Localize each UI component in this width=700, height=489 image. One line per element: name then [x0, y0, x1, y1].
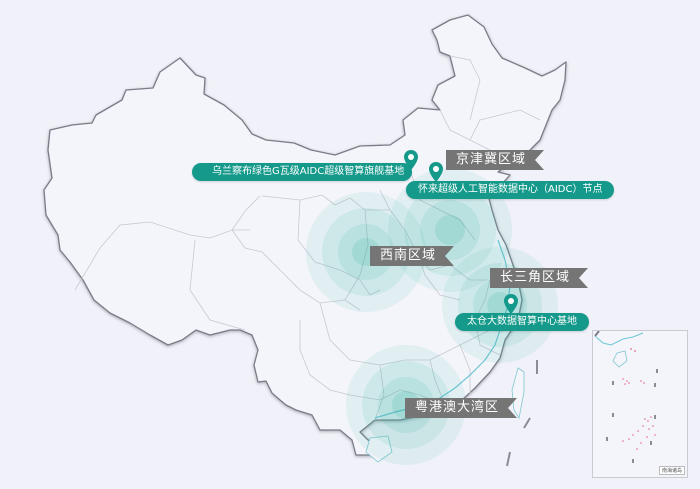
- south-china-sea-inset: 南海诸岛: [592, 330, 688, 478]
- inset-map: [594, 330, 658, 463]
- halo-southwest: [306, 192, 426, 312]
- halo-yangtze-delta: [442, 247, 558, 363]
- location-pin-icon: [429, 162, 443, 182]
- region-halos: [306, 168, 558, 465]
- region-label-greater-bay: 粤港澳大湾区: [405, 398, 517, 418]
- location-pin-icon: [504, 294, 518, 314]
- site-label-huailai: 怀来超级人工智能数据中心（AIDC）节点: [406, 181, 615, 199]
- region-label-southwest: 西南区域: [370, 246, 454, 266]
- inset-label: 南海诸岛: [658, 466, 685, 475]
- maritime-dashes: [506, 360, 538, 467]
- taiwan: [511, 367, 525, 420]
- hainan: [365, 435, 393, 463]
- site-label-ulanqab: 乌兰察布绿色G瓦级AIDC超级智算旗舰基地: [192, 163, 412, 181]
- site-label-taicang: 太仓大数据智算中心基地: [455, 313, 589, 331]
- region-label-jingjinji: 京津冀区域: [446, 150, 544, 170]
- province-lines: [74, 55, 541, 421]
- region-label-yangtze-delta: 长三角区域: [490, 268, 588, 288]
